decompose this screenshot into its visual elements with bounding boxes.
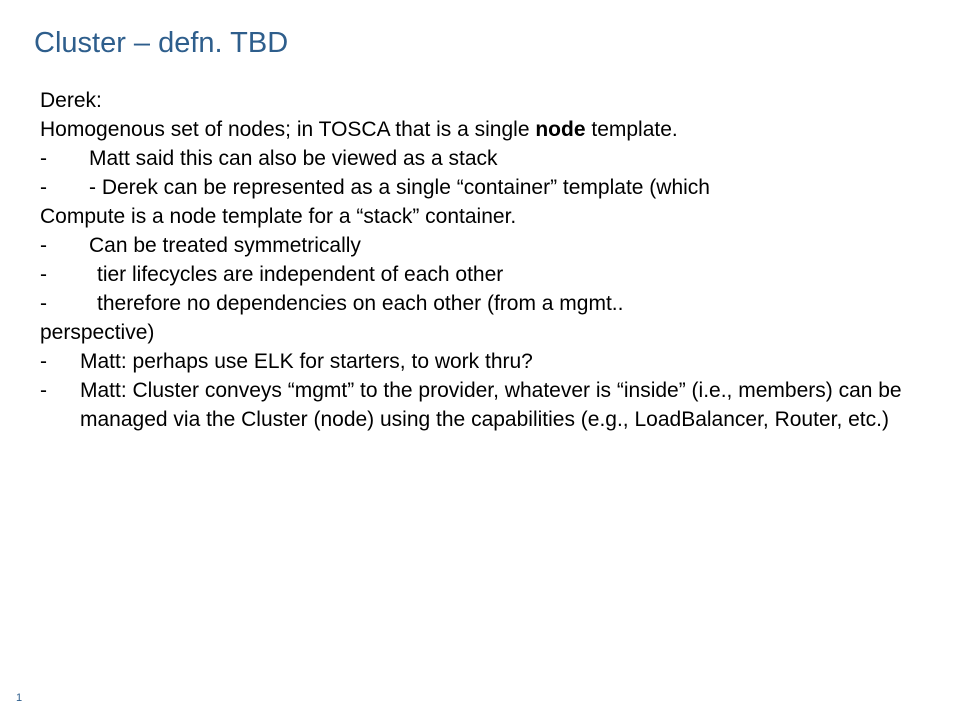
bullet-text: Matt: Cluster conveys “mgmt” to the prov… xyxy=(80,379,902,431)
bullet-text: Can be treated symmetrically xyxy=(89,234,361,257)
bullet-line: - Can be treated symmetrically xyxy=(40,231,940,260)
bullet-line: - Matt: perhaps use ELK for starters, to… xyxy=(40,347,940,376)
dash-marker: - xyxy=(40,292,47,315)
slide-title: Cluster – defn. TBD xyxy=(34,27,289,59)
bold-term: node xyxy=(535,118,586,141)
body-text: Homogenous set of nodes; in TOSCA that i… xyxy=(40,118,536,141)
body-line-heading: Derek: xyxy=(40,86,940,115)
bullet-text: - Derek can be represented as a single “… xyxy=(89,176,710,199)
bullet-text: Matt said this can also be viewed as a s… xyxy=(89,147,498,170)
dash-marker: - xyxy=(40,234,47,257)
bullet-text: tier lifecycles are independent of each … xyxy=(97,263,504,286)
bullet-line: - - Derek can be represented as a single… xyxy=(40,173,940,202)
body-line-homogenous: Homogenous set of nodes; in TOSCA that i… xyxy=(40,115,940,144)
body-line-perspective: perspective) xyxy=(40,318,940,347)
body-text: template. xyxy=(585,118,678,141)
dash-marker: - xyxy=(40,379,47,402)
bullet-text: Matt: perhaps use ELK for starters, to w… xyxy=(80,350,533,373)
body-text: Compute is a node template for a “stack”… xyxy=(40,205,517,228)
dash-marker: - xyxy=(40,176,47,199)
page-number: 1 xyxy=(16,692,23,704)
dash-marker: - xyxy=(40,147,47,170)
body-line-compute: Compute is a node template for a “stack”… xyxy=(40,202,940,231)
dash-marker: - xyxy=(40,350,47,373)
dash-marker: - xyxy=(40,263,47,286)
bullet-line-multi: - Matt: Cluster conveys “mgmt” to the pr… xyxy=(40,376,940,434)
body-text: Derek: xyxy=(40,89,102,112)
body-text: perspective) xyxy=(40,321,155,344)
bullet-text: therefore no dependencies on each other … xyxy=(97,292,624,315)
bullet-line: - Matt said this can also be viewed as a… xyxy=(40,144,940,173)
bullet-line: - therefore no dependencies on each othe… xyxy=(40,289,940,318)
bullet-line: - tier lifecycles are independent of eac… xyxy=(40,260,940,289)
slide-body: Derek: Homogenous set of nodes; in TOSCA… xyxy=(40,86,940,434)
